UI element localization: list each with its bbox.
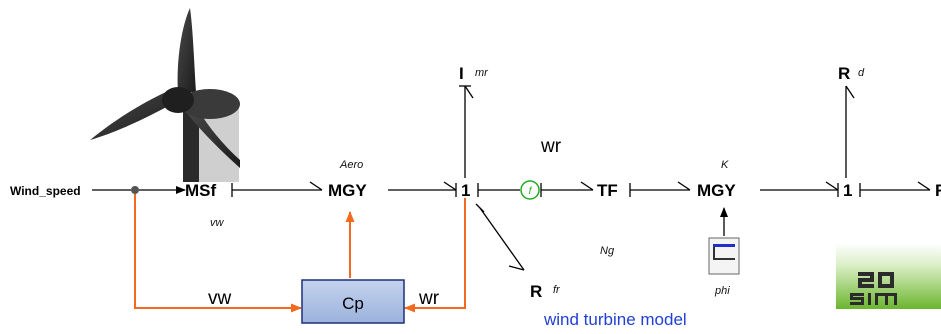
20-sim-logo xyxy=(836,243,941,309)
signal-wr-top: wr xyxy=(540,136,562,157)
msf-node[interactable]: MSf xyxy=(185,181,217,200)
junction-2-node[interactable]: 1 xyxy=(843,181,852,200)
inertia-node[interactable]: I xyxy=(459,64,464,83)
tf-node[interactable]: TF xyxy=(597,181,618,200)
bond-junction-rfr xyxy=(480,208,524,270)
signal-wr-label: wr xyxy=(418,288,440,309)
half-arrow xyxy=(444,182,456,190)
half-arrow xyxy=(918,182,930,190)
r-fr-node[interactable]: R xyxy=(530,282,542,301)
phi-indicator-icon xyxy=(713,244,735,247)
param-mr: mr xyxy=(475,67,489,79)
cp-block[interactable]: Cp xyxy=(302,280,404,323)
cp-label: Cp xyxy=(342,294,364,313)
param-vw: vw xyxy=(210,217,225,229)
wind-turbine-image xyxy=(90,8,240,182)
diagram-caption: wind turbine model xyxy=(543,310,687,329)
param-fr: fr xyxy=(553,284,561,296)
half-arrow xyxy=(581,182,593,190)
half-arrow xyxy=(465,86,473,98)
turbine-hub xyxy=(162,87,194,113)
param-k: K xyxy=(721,159,729,171)
half-arrow xyxy=(826,182,838,190)
signal-vw-label: vw xyxy=(208,288,232,309)
param-phi: phi xyxy=(714,285,730,297)
half-arrow xyxy=(310,182,322,190)
phi-source-block[interactable] xyxy=(709,238,739,274)
mgy-aero-node[interactable]: MGY xyxy=(328,181,367,200)
split-point xyxy=(131,186,139,194)
half-arrow xyxy=(678,182,690,190)
r-d-node[interactable]: R xyxy=(838,64,850,83)
param-aero: Aero xyxy=(339,159,363,171)
param-ng: Ng xyxy=(600,245,615,257)
junction-1-node[interactable]: 1 xyxy=(461,181,470,200)
param-d: d xyxy=(858,67,865,79)
half-arrow xyxy=(846,86,854,98)
mgy-k-node[interactable]: MGY xyxy=(697,181,736,200)
turbine-blade-up xyxy=(178,8,196,92)
wind-speed-label: Wind_speed xyxy=(10,184,81,198)
cropped-node: R xyxy=(935,181,941,200)
turbine-blade-left xyxy=(90,92,172,140)
